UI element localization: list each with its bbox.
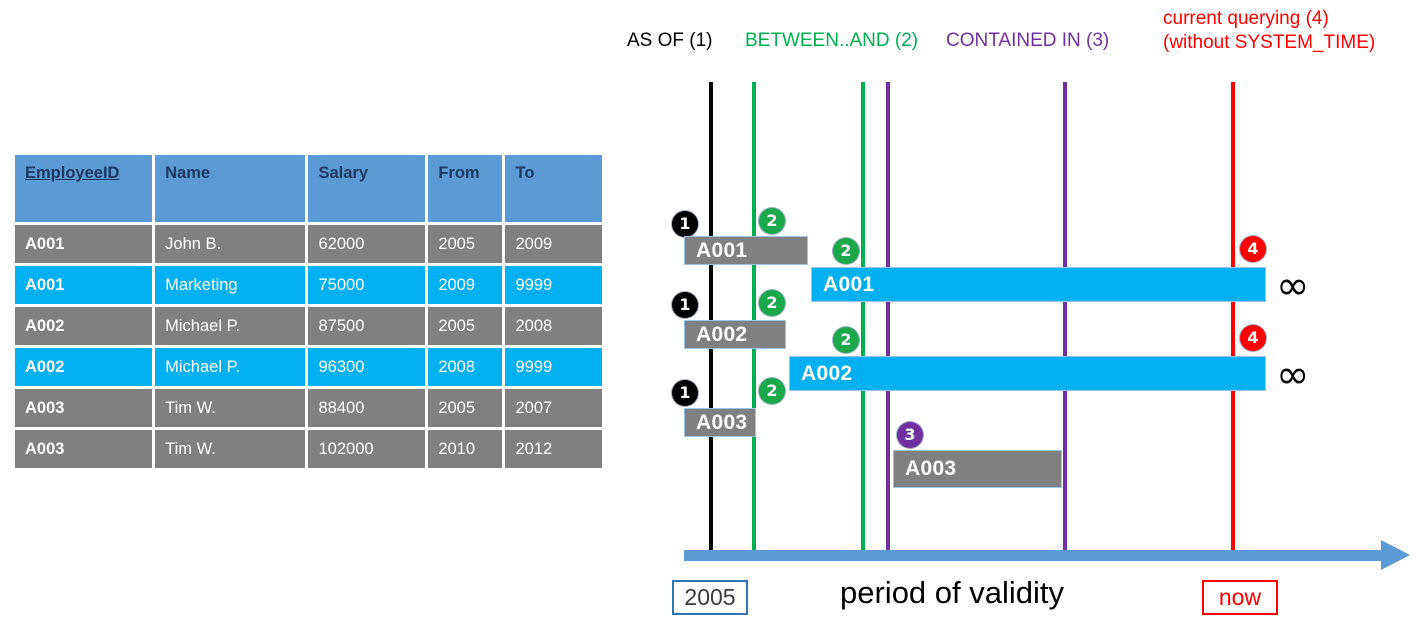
cell-to: 9999: [505, 348, 602, 386]
badge-as-of-a001-gray: 1: [672, 211, 698, 237]
cell-to: 2008: [505, 307, 602, 345]
table-row: A001 John B. 62000 2005 2009: [15, 225, 602, 263]
cell-employeeid: A001: [15, 266, 153, 304]
employee-history-table: EmployeeID Name Salary From To A001 John…: [12, 152, 605, 471]
table-row: A003 Tim W. 88400 2005 2007: [15, 389, 602, 427]
timeline-bar-a001-cyan: A001: [811, 267, 1266, 302]
cell-salary: 62000: [308, 225, 426, 263]
timeline-start-tag: 2005: [672, 580, 748, 615]
cell-from: 2005: [428, 389, 503, 427]
cell-salary: 96300: [308, 348, 426, 386]
legend-contained-in: CONTAINED IN (3): [946, 30, 1110, 51]
table-row: A003 Tim W. 102000 2010 2012: [15, 430, 602, 468]
cell-employeeid: A002: [15, 307, 153, 345]
badge-contained-a003-gray: 3: [897, 422, 923, 448]
cell-employeeid: A003: [15, 430, 153, 468]
vline-now-red: [1231, 82, 1235, 556]
timeline-axis: [684, 550, 1384, 561]
legend-current-querying-line1: current querying (4): [1163, 8, 1329, 29]
timeline-axis-arrow-icon: [1381, 540, 1410, 570]
badge-between-a002-gray: 2: [759, 290, 785, 316]
badge-current-a001-cyan: 4: [1240, 236, 1266, 262]
table-row: A001 Marketing 75000 2009 9999: [15, 266, 602, 304]
column-header-from-label: From: [438, 164, 480, 182]
legend-between-and: BETWEEN..AND (2): [745, 30, 919, 51]
cell-salary: 87500: [308, 307, 426, 345]
infinity-icon-a001: ∞: [1276, 263, 1310, 309]
cell-salary: 88400: [308, 389, 426, 427]
vline-between-start-green: [752, 82, 756, 556]
cell-from: 2005: [428, 225, 503, 263]
timeline-bar-a002-gray: A002: [684, 320, 786, 349]
timeline-bar-a001-gray: A001: [684, 236, 808, 265]
cell-salary: 102000: [308, 430, 426, 468]
cell-from: 2010: [428, 430, 503, 468]
badge-between-a001-cyan: 2: [833, 238, 859, 264]
timeline-bar-a003-gray-second: A003: [893, 450, 1062, 488]
badge-between-a001-gray: 2: [759, 208, 785, 234]
badge-between-a002-cyan: 2: [833, 327, 859, 353]
table-row: A002 Michael P. 87500 2005 2008: [15, 307, 602, 345]
badge-between-a003-gray: 2: [759, 378, 785, 404]
cell-name: John B.: [155, 225, 306, 263]
timeline-now-tag: now: [1202, 580, 1278, 615]
vline-as-of-black: [709, 82, 713, 556]
cell-name: Tim W.: [155, 389, 306, 427]
column-header-employeeid: EmployeeID: [15, 155, 153, 222]
cell-to: 2007: [505, 389, 602, 427]
column-header-name-label: Name: [165, 164, 211, 182]
column-header-from: From: [428, 155, 503, 222]
cell-name: Michael P.: [155, 307, 306, 345]
cell-name: Michael P.: [155, 348, 306, 386]
cell-from: 2005: [428, 307, 503, 345]
timeline-axis-label: period of validity: [840, 575, 1065, 610]
cell-name: Tim W.: [155, 430, 306, 468]
vline-contained-end-purple: [1063, 82, 1067, 556]
table-row: A002 Michael P. 96300 2008 9999: [15, 348, 602, 386]
cell-to: 2009: [505, 225, 602, 263]
cell-to: 2012: [505, 430, 602, 468]
cell-from: 2009: [428, 266, 503, 304]
column-header-salary: Salary: [308, 155, 426, 222]
cell-name: Marketing: [155, 266, 306, 304]
cell-salary: 75000: [308, 266, 426, 304]
column-header-name: Name: [155, 155, 306, 222]
badge-as-of-a002-gray: 1: [672, 292, 698, 318]
column-header-to: To: [505, 155, 602, 222]
vline-contained-start-purple: [886, 82, 890, 556]
vline-between-end-green: [861, 82, 865, 556]
cell-from: 2008: [428, 348, 503, 386]
badge-current-a002-cyan: 4: [1240, 325, 1266, 351]
legend-current-querying-line2: (without SYSTEM_TIME): [1163, 32, 1376, 53]
table-header-row: EmployeeID Name Salary From To: [15, 155, 602, 222]
legend-as-of: AS OF (1): [627, 30, 713, 51]
badge-as-of-a003-gray: 1: [672, 380, 698, 406]
infinity-icon-a002: ∞: [1276, 352, 1310, 398]
cell-employeeid: A003: [15, 389, 153, 427]
cell-to: 9999: [505, 266, 602, 304]
column-header-to-label: To: [515, 164, 535, 182]
timeline-bar-a002-cyan: A002: [789, 356, 1266, 391]
column-header-salary-label: Salary: [318, 164, 369, 182]
timeline-bar-a003-gray-first: A003: [684, 408, 756, 437]
cell-employeeid: A002: [15, 348, 153, 386]
cell-employeeid: A001: [15, 225, 153, 263]
column-header-employeeid-label: EmployeeID: [25, 164, 120, 182]
